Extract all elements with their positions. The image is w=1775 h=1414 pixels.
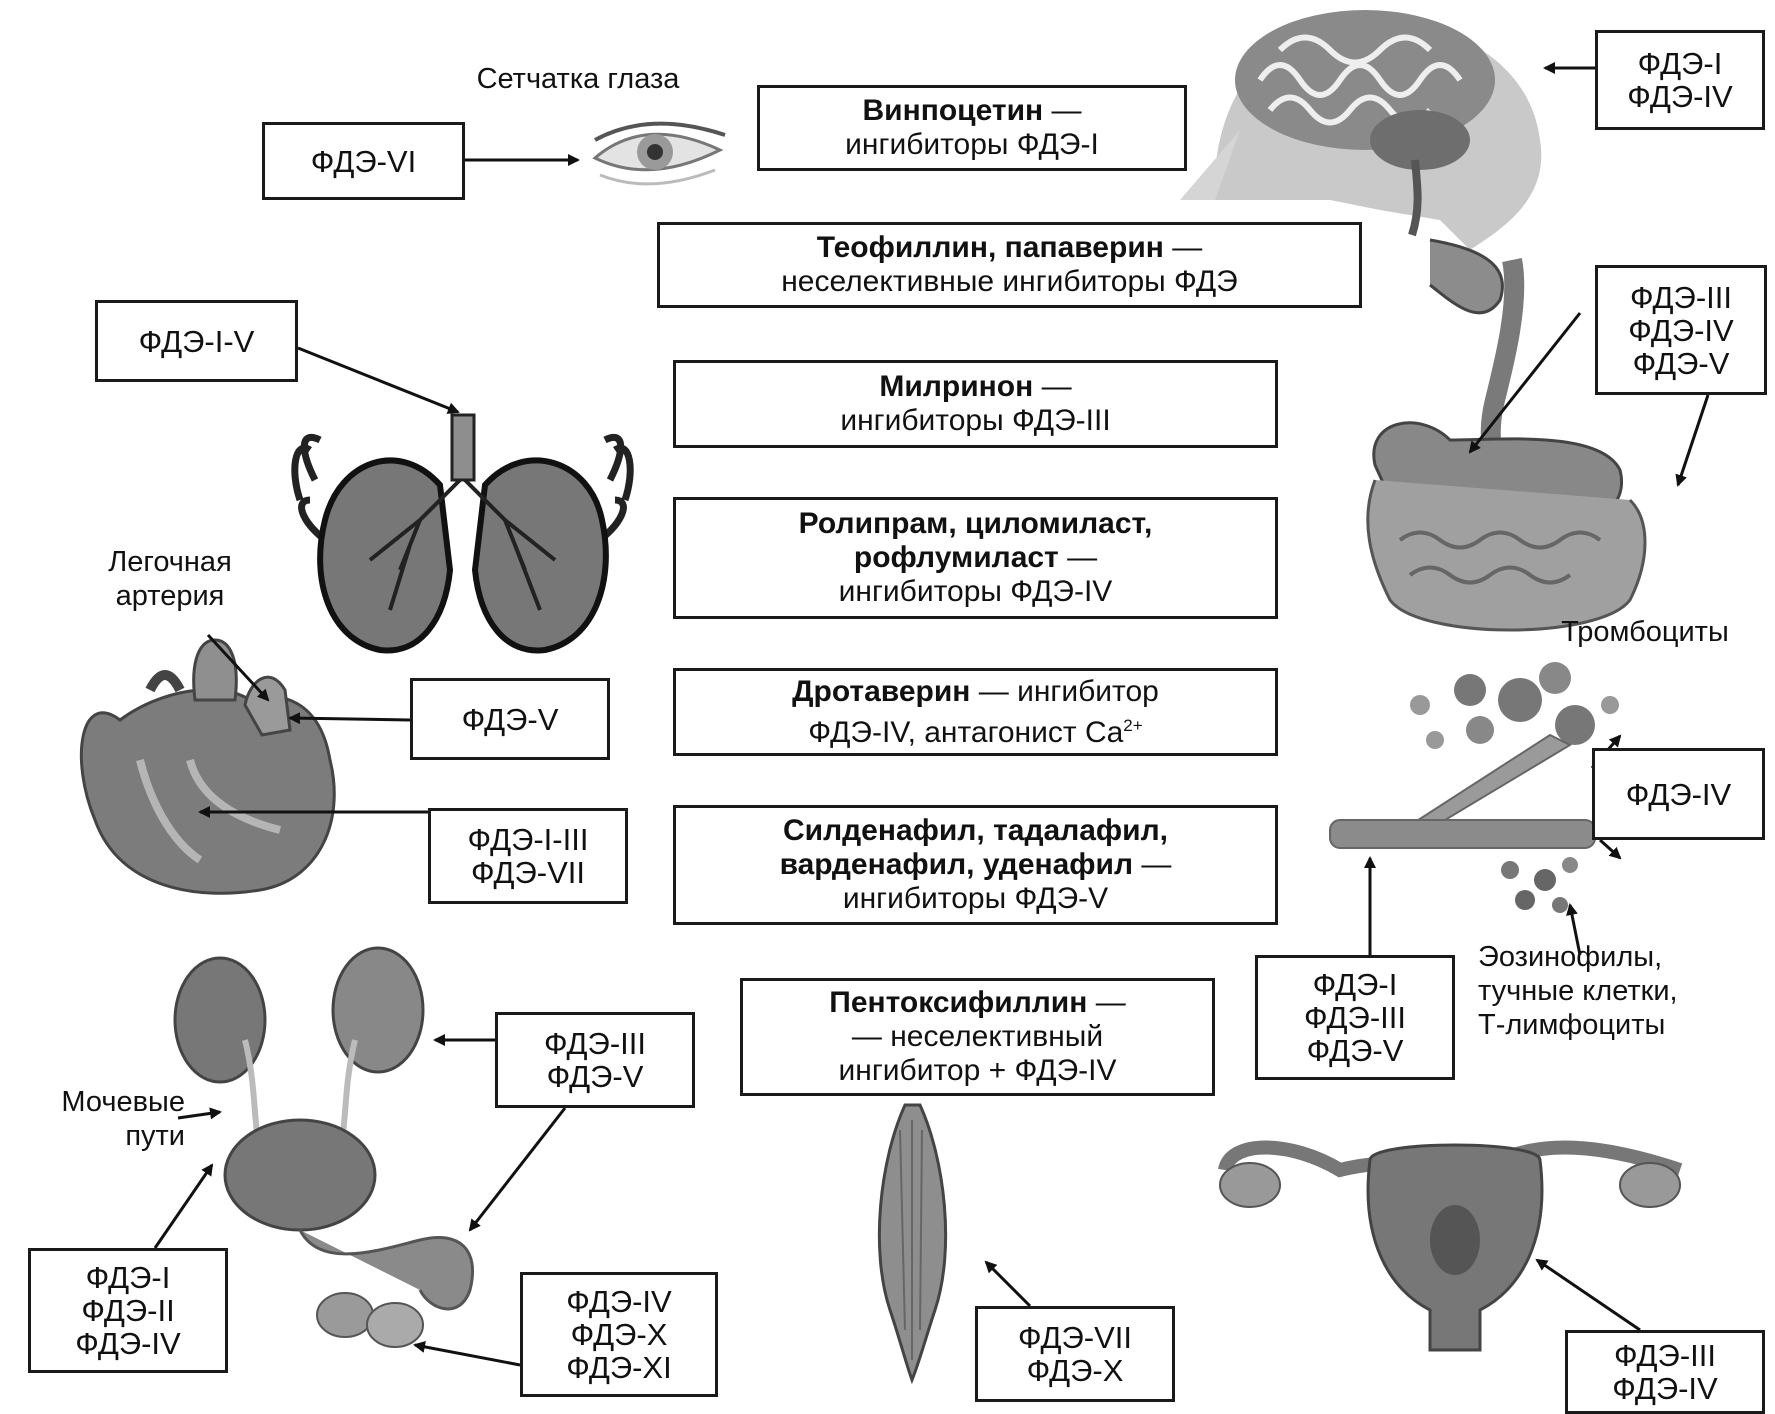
pde-item: ФДЭ-III [544, 1027, 646, 1060]
pde-box-pulmonary-artery: ФДЭ-V [410, 678, 610, 760]
blood-cells-illustration [1330, 662, 1619, 913]
drug-box-theophylline-line1: Теофиллин, папаверин — [817, 231, 1202, 265]
drug-box-pentoxifylline: Пентоксифиллин — — неселективный ингибит… [740, 978, 1215, 1096]
pulmonary-artery-label-line2: артерия [70, 579, 270, 613]
platelets-label: Тромбоциты [1525, 615, 1765, 649]
pde-item: ФДЭ-VII [471, 856, 585, 889]
drug-box-milrinone: Милринон — ингибиторы ФДЭ-III [673, 360, 1278, 448]
pde-item: ФДЭ-V [1307, 1034, 1404, 1067]
pde-box-urinary: ФДЭ-I ФДЭ-II ФДЭ-IV [28, 1248, 228, 1373]
pde-item: ФДЭ-IV [1627, 80, 1732, 113]
pde-box-lungs: ФДЭ-I-V [95, 300, 298, 382]
pde-box-testis: ФДЭ-IV ФДЭ-X ФДЭ-XI [520, 1272, 718, 1397]
drug-name: Пентоксифиллин [829, 986, 1087, 1019]
drug-box-pentoxifylline-line3: ингибитор + ФДЭ-IV [839, 1054, 1117, 1088]
pde-item: ФДЭ-III [1304, 1001, 1406, 1034]
pde-box-kidney: ФДЭ-III ФДЭ-V [495, 1012, 695, 1108]
drug-box-vinpocetine-line1: Винпоцетин — [862, 94, 1081, 128]
pde-item: ФДЭ-I-V [139, 325, 255, 358]
drug-box-drotaverine-line1: Дротаверин — ингибитор [792, 675, 1159, 709]
eosinophils-label-line3: Т-лимфоциты [1478, 1008, 1768, 1042]
drug-box-sildenafil-line3: ингибиторы ФДЭ-V [843, 882, 1108, 916]
pulmonary-artery-label: Легочная артерия [70, 545, 270, 613]
pde-item: ФДЭ-XI [566, 1351, 671, 1384]
pde-item: ФДЭ-V [462, 703, 559, 736]
pde-box-vessel: ФДЭ-I ФДЭ-III ФДЭ-V [1255, 955, 1455, 1080]
pde-item: ФДЭ-VII [1018, 1321, 1132, 1354]
pde-box-uterus: ФДЭ-III ФДЭ-IV [1565, 1330, 1765, 1414]
eosinophils-label: Эозинофилы, тучные клетки, Т-лимфоциты [1478, 940, 1768, 1042]
drug-dash: — [1164, 231, 1202, 264]
lungs-illustration [295, 415, 630, 650]
pde-item: ФДЭ-I-III [468, 823, 589, 856]
urinary-tract-label-line2: пути [5, 1119, 185, 1153]
pde-item: ФДЭ-IV [75, 1327, 180, 1360]
drug-box-sildenafil-line2: варденафил, уденафил — [780, 848, 1172, 882]
pde-item: ФДЭ-IV [1628, 314, 1733, 347]
pde-item: ФДЭ-V [1633, 347, 1730, 380]
pde-item: ФДЭ-III [1630, 281, 1732, 314]
pde-item: ФДЭ-IV [1612, 1372, 1717, 1405]
heart-illustration [81, 640, 334, 893]
drug-dash: — [1059, 541, 1097, 574]
drug-box-sildenafil-line1: Силденафил, тадалафил, [783, 814, 1168, 848]
urinary-tract-label: Мочевые пути [5, 1085, 185, 1153]
pde-item: ФДЭ-IV [1626, 778, 1731, 811]
pde-item: ФДЭ-II [81, 1294, 174, 1327]
pde-item: ФДЭ-V [547, 1060, 644, 1093]
drug-box-vinpocetine-line2: ингибиторы ФДЭ-I [845, 128, 1099, 162]
drug-box-pentoxifylline-line2: — неселективный [852, 1020, 1103, 1054]
drug-box-milrinone-line2: ингибиторы ФДЭ-III [840, 404, 1110, 438]
drug-box-drotaverine-line2: ФДЭ-IV, антагонист Ca2+ [808, 709, 1142, 750]
drug-box-milrinone-line1: Милринон — [879, 370, 1071, 404]
muscle-illustration [879, 1105, 945, 1380]
drug-dash: — [1033, 370, 1071, 403]
pde-item: ФДЭ-VI [311, 145, 416, 178]
superscript: 2+ [1123, 716, 1142, 735]
drug-box-rolipram-line1: Ролипрам, циломиласт, [799, 507, 1153, 541]
pde-box-muscle: ФДЭ-VII ФДЭ-X [975, 1306, 1175, 1402]
pde-box-cells: ФДЭ-IV [1592, 748, 1765, 840]
drug-box-pentoxifylline-line1: Пентоксифиллин — [829, 986, 1125, 1020]
drug-box-drotaverine: Дротаверин — ингибитор ФДЭ-IV, антагонис… [673, 668, 1278, 756]
drug-name: рофлумиласт [854, 541, 1059, 574]
drug-box-theophylline: Теофиллин, папаверин — неселективные инг… [657, 222, 1362, 308]
drug-line-text: ФДЭ-IV, антагонист Ca [808, 716, 1123, 749]
drug-box-rolipram-line2: рофлумиласт — [854, 541, 1097, 575]
retina-label: Сетчатка глаза [428, 62, 728, 96]
drug-name: Дротаверин [792, 675, 970, 708]
pde-item: ФДЭ-III [1614, 1339, 1716, 1372]
drug-name: Винпоцетин [862, 94, 1043, 127]
pde-box-gut: ФДЭ-III ФДЭ-IV ФДЭ-V [1595, 265, 1767, 395]
drug-name: Теофиллин, папаверин [817, 231, 1164, 264]
pde-item: ФДЭ-X [1027, 1354, 1124, 1387]
drug-dash: — [1133, 848, 1171, 881]
pulmonary-artery-label-line1: Легочная [70, 545, 270, 579]
eye-illustration [595, 124, 725, 184]
pde-item: ФДЭ-I [1638, 47, 1723, 80]
pde-box-heart: ФДЭ-I-III ФДЭ-VII [428, 808, 628, 904]
drug-box-vinpocetine: Винпоцетин — ингибиторы ФДЭ-I [757, 85, 1187, 171]
drug-box-theophylline-line2: неселективные ингибиторы ФДЭ [781, 265, 1238, 299]
drug-dash: — [1043, 94, 1081, 127]
uterus-illustration [1220, 1145, 1680, 1350]
drug-box-sildenafil: Силденафил, тадалафил, варденафил, удена… [673, 805, 1278, 925]
drug-dash: — [1087, 986, 1125, 1019]
pde-item: ФДЭ-I [86, 1261, 171, 1294]
pde-box-eye: ФДЭ-VI [262, 122, 465, 200]
pde-item: ФДЭ-IV [566, 1285, 671, 1318]
brain-illustration [1180, 10, 1541, 250]
drug-name: варденафил, уденафил [780, 848, 1133, 881]
pde-item: ФДЭ-I [1313, 968, 1398, 1001]
eosinophils-label-line2: тучные клетки, [1478, 974, 1768, 1008]
pde-box-brain: ФДЭ-I ФДЭ-IV [1595, 30, 1765, 130]
drug-box-rolipram-line3: ингибиторы ФДЭ-IV [839, 575, 1113, 609]
eosinophils-label-line1: Эозинофилы, [1478, 940, 1768, 974]
pde-item: ФДЭ-X [571, 1318, 668, 1351]
urinary-tract-label-line1: Мочевые [5, 1085, 185, 1119]
drug-name: Милринон [879, 370, 1033, 403]
drug-box-rolipram: Ролипрам, циломиласт, рофлумиласт — инги… [673, 497, 1278, 619]
drug-dash: — ингибитор [970, 675, 1158, 708]
